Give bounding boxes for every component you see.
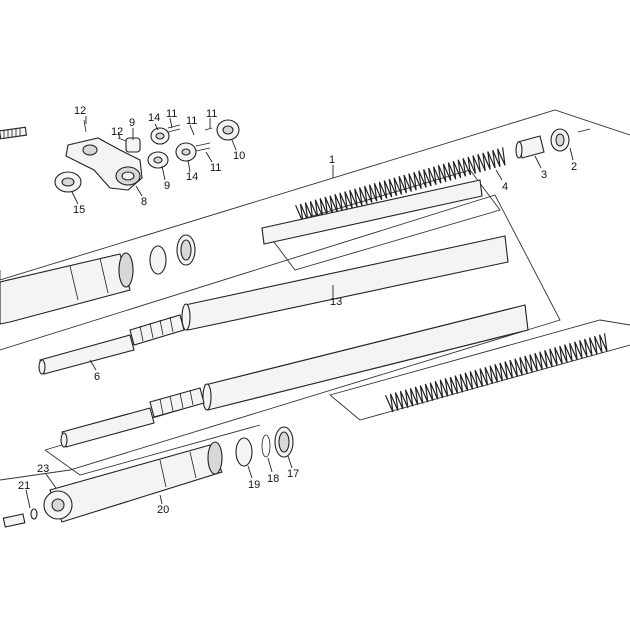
callout-11-c: 11	[206, 108, 217, 120]
callout-12-top: 12	[74, 105, 86, 117]
clamp-14-upper	[150, 127, 170, 145]
assembly-frame-13	[0, 194, 561, 481]
callout-13: 13	[330, 296, 342, 308]
callout-12-mid: 12	[111, 126, 123, 138]
lower-fork-slider-20	[43, 441, 223, 523]
callout-15: 15	[73, 204, 85, 216]
callout-labels: 1 2 3 4 6 8 9 9 10 11 11 11 11 12 12 13 …	[18, 105, 577, 516]
callout-19: 19	[248, 479, 260, 491]
triple-clamp-8	[65, 137, 143, 191]
clamp-9-lower	[147, 151, 169, 169]
leader-lines	[25, 116, 574, 509]
tube-upper-frame	[261, 179, 483, 245]
nut-15	[54, 171, 82, 193]
callout-20: 20	[157, 504, 169, 516]
callout-6: 6	[94, 371, 100, 383]
assembly-frame-lower	[329, 319, 630, 421]
callout-10: 10	[233, 150, 245, 162]
callout-14-lower: 14	[186, 171, 198, 183]
screw-12-top	[83, 119, 87, 133]
screw-12-mid	[117, 137, 127, 142]
clamp-9-upper	[125, 137, 141, 153]
seal-upper	[149, 234, 196, 275]
callout-1: 1	[329, 154, 335, 166]
callout-9-top: 9	[129, 117, 135, 129]
callout-17: 17	[287, 468, 299, 480]
callout-3: 3	[541, 169, 547, 181]
bolt-21	[2, 508, 38, 528]
assembly-frame-1	[0, 109, 630, 281]
cap-10	[216, 119, 240, 141]
upper-fork-slider	[0, 252, 134, 325]
callout-14-top: 14	[148, 112, 160, 124]
callout-11-d: 11	[210, 162, 221, 174]
rod-top-left	[0, 126, 28, 140]
bolts-11	[167, 124, 213, 152]
damper-rod-6	[38, 314, 185, 375]
spring-4	[295, 147, 506, 223]
callout-9-lower: 9	[164, 180, 170, 192]
callout-2: 2	[571, 161, 577, 173]
callout-11-b: 11	[186, 115, 197, 127]
clamp-14-lower	[175, 142, 197, 162]
outer-tube-13	[181, 235, 509, 331]
callout-23: 23	[37, 463, 49, 475]
plug-2	[550, 128, 591, 152]
callout-11-a: 11	[166, 108, 177, 120]
callout-21: 21	[18, 480, 30, 492]
spring-lower	[384, 333, 608, 413]
callout-18: 18	[267, 473, 279, 485]
callout-8: 8	[141, 196, 147, 208]
lower-tube	[202, 304, 529, 411]
assembly-frame-4	[264, 169, 501, 271]
damper-rod-lower	[60, 387, 205, 448]
seals-17-18-19	[235, 426, 294, 467]
spacer-3	[515, 135, 545, 159]
callout-4: 4	[502, 181, 508, 193]
